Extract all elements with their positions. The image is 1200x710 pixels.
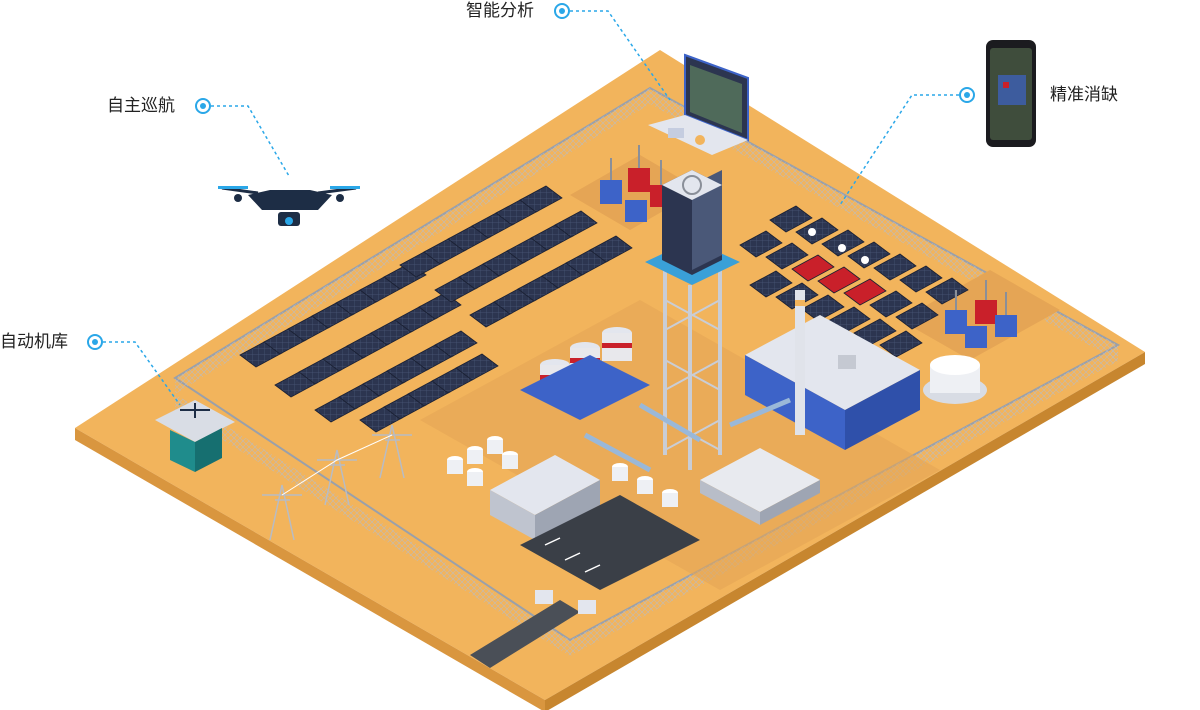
drone-icon [218,186,360,226]
solar-panel [899,265,943,293]
solar-panel [749,270,793,298]
main-building [745,290,920,450]
solar-panel [869,290,913,318]
solar-panel [821,229,865,257]
small-tanks [447,436,678,507]
callout-connector-analysis [554,3,671,101]
power-pylons [262,424,412,541]
solar-panel [925,277,969,305]
solar-panel [554,210,598,238]
callout-label-defect: 精准消缺 [1050,85,1118,105]
callout-label-hangar: 自动机库 [0,332,68,352]
solar-panel [769,205,813,233]
solar-panel [879,330,923,358]
callout-label-analysis: 智能分析 [466,1,534,21]
cylindrical-tanks [520,327,650,420]
solar-panel [589,235,633,263]
warning-icon [808,228,869,264]
solar-panel [455,353,499,381]
callout-connector-hangar [87,334,181,406]
solar-panel [434,330,478,358]
solar-panel [791,254,835,282]
solar-panel [801,294,845,322]
callout-connector-defect [839,87,975,206]
parking-lot [520,495,700,590]
solar-array-right [739,205,969,358]
pipelines [583,397,791,473]
solar-panel [519,185,563,213]
solar-panel [795,217,839,245]
phone-icon [986,40,1036,147]
solar-panel [817,266,861,294]
storage-dome [923,355,987,404]
transformer-group-right [945,280,1017,348]
battery-containers [700,448,820,525]
solar-panel [765,242,809,270]
solar-panel [847,241,891,269]
solar-panel [873,253,917,281]
entrance-road [470,590,596,668]
solar-array-left [239,185,633,433]
control-tower [645,170,740,470]
callout-connector-cruise [195,98,290,177]
solar-panel [895,302,939,330]
solar-panel [843,278,887,306]
office-building [490,455,600,540]
solar-panel [739,230,783,258]
laptop-icon [648,53,749,155]
callout-label-cruise: 自主巡航 [107,96,175,116]
drone-hangar [155,400,235,472]
